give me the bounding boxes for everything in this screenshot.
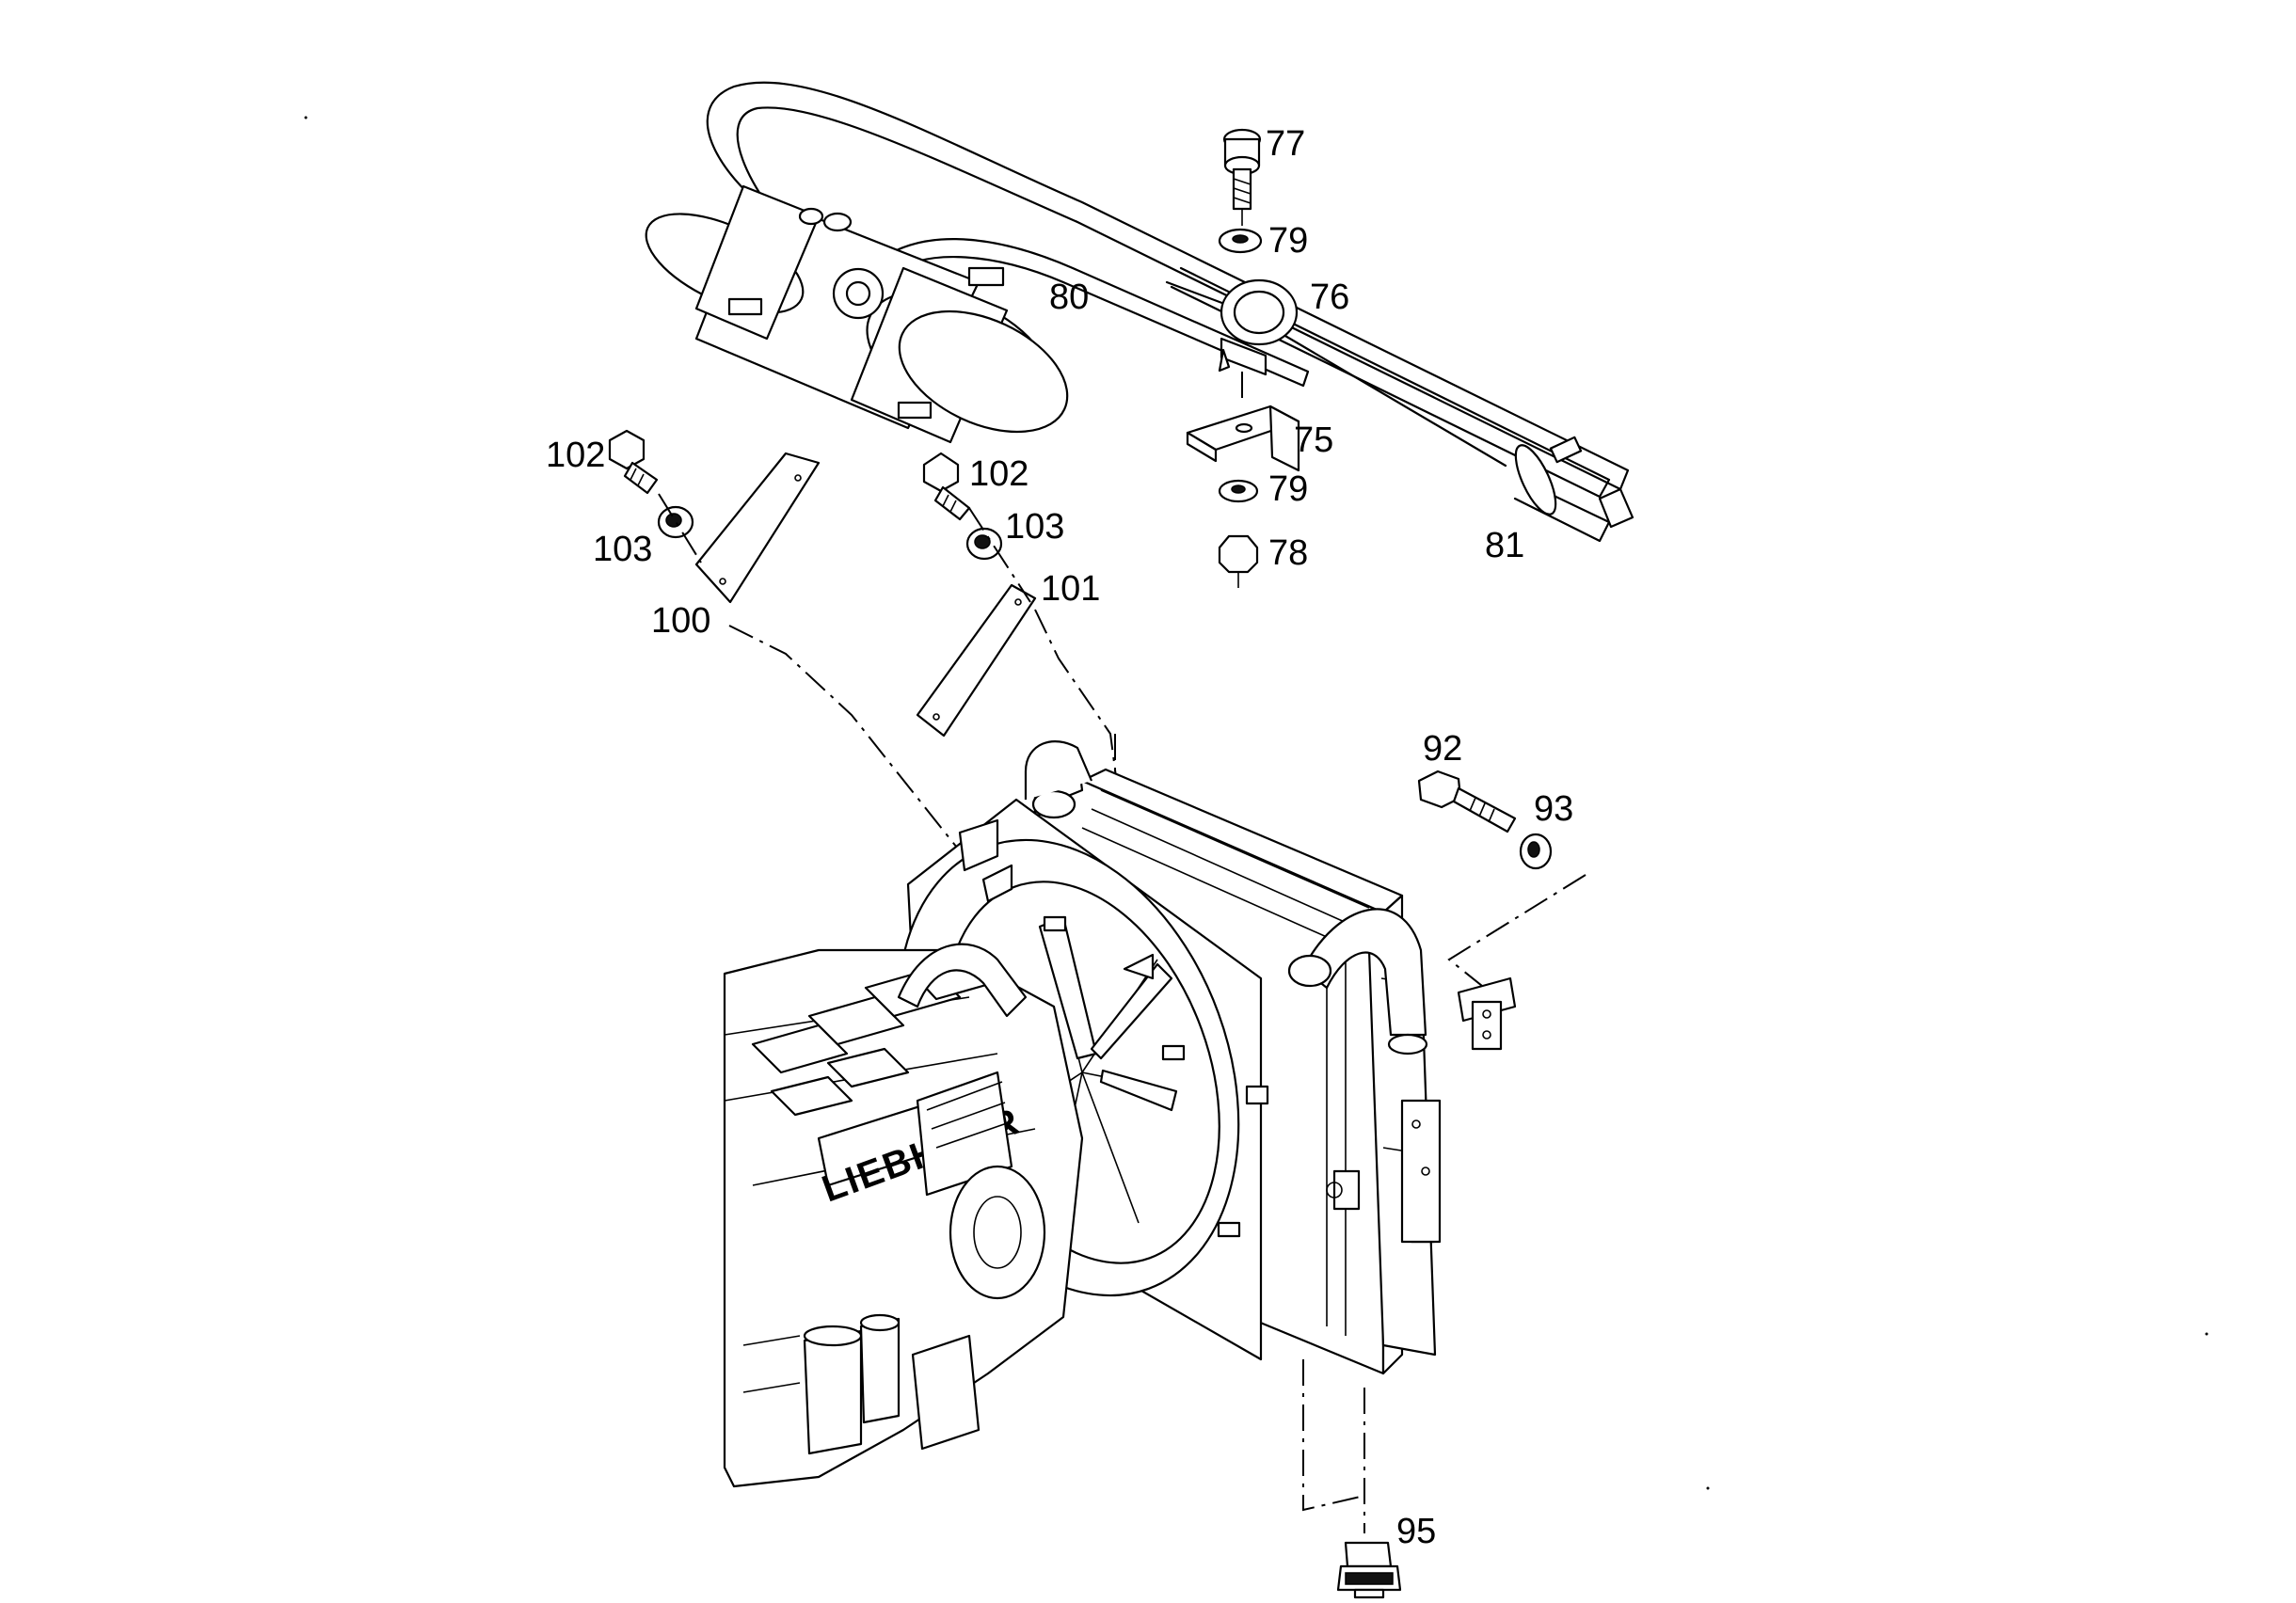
callout-101: 101: [1041, 569, 1100, 609]
callout-102-left: 102: [546, 436, 605, 475]
bolt-77: [1222, 128, 1262, 226]
pipe-clamp-76: [1218, 278, 1299, 376]
shroud-handle: [958, 740, 1093, 872]
callout-92: 92: [1423, 729, 1462, 769]
callout-100: 100: [651, 601, 710, 641]
hose-assembly-81: [706, 81, 1634, 543]
washer-79-upper: [1218, 228, 1263, 254]
callout-77: 77: [1266, 124, 1305, 164]
bolt-102-right: [922, 452, 971, 521]
washer-93: [1519, 833, 1553, 870]
plate-100: [694, 452, 821, 604]
bracket-75: [1186, 372, 1300, 472]
callout-95: 95: [1396, 1512, 1436, 1551]
sensor-95: [1336, 1541, 1402, 1599]
callout-79-upper: 79: [1268, 221, 1308, 261]
callout-76: 76: [1310, 278, 1349, 317]
washer-103-right: [965, 527, 1003, 561]
air-filter-canister: [645, 184, 1069, 444]
callout-75: 75: [1294, 421, 1333, 460]
callout-103-right: 103: [1005, 507, 1064, 547]
callout-81: 81: [1485, 526, 1524, 565]
engine-block: LIEBHERR: [723, 943, 1084, 1488]
callout-labels: 77 79 76 80 75 79 78 81 102 103 100 102 …: [546, 124, 1573, 1551]
callout-79-lower: 79: [1268, 469, 1308, 509]
bolt-92: [1417, 770, 1517, 833]
bolt-102-left: [608, 429, 659, 495]
callout-102-right: 102: [969, 454, 1028, 494]
washer-79-lower: [1218, 479, 1259, 503]
callout-80: 80: [1049, 278, 1089, 317]
hose-80: [873, 238, 1310, 388]
washer-103-left: [657, 505, 694, 539]
callout-78: 78: [1268, 533, 1308, 573]
plate-101: [916, 583, 1037, 738]
nut-78: [1218, 534, 1259, 588]
callout-93: 93: [1534, 789, 1573, 829]
callout-103-left: 103: [593, 530, 652, 569]
hose-clamp: [1514, 444, 1557, 516]
